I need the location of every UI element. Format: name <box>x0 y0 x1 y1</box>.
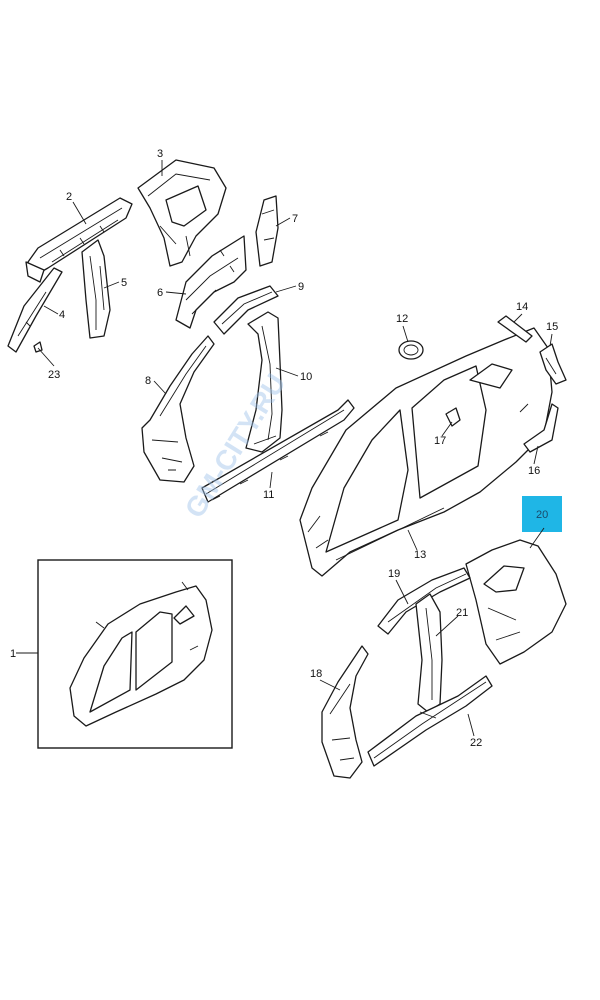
part-20-quarter-outer <box>465 539 567 665</box>
part-11-rocker <box>201 399 355 503</box>
callout-10: 10 <box>300 371 312 383</box>
part-8-hinge-pillar <box>141 335 215 483</box>
inset-box-part-1 <box>37 559 233 749</box>
callout-3: 3 <box>157 148 163 160</box>
callout-4: 4 <box>59 309 65 321</box>
part-18-a-pillar-lower <box>321 645 369 779</box>
part-13-body-side-outer <box>299 327 553 577</box>
callout-5: 5 <box>121 277 127 289</box>
callout-19: 19 <box>388 568 400 580</box>
callout-6: 6 <box>157 287 163 299</box>
part-4-pillar-inner <box>7 267 63 353</box>
callout-16: 16 <box>528 465 540 477</box>
callout-2: 2 <box>66 191 72 203</box>
callout-14: 14 <box>516 301 528 313</box>
highlight-part-20 <box>522 496 562 532</box>
callout-9: 9 <box>298 281 304 293</box>
callout-17: 17 <box>434 435 446 447</box>
callout-7: 7 <box>292 213 298 225</box>
part-10-b-pillar <box>245 311 283 453</box>
part-22-rocker-outer <box>367 675 493 767</box>
callout-12: 12 <box>396 313 408 325</box>
callout-15: 15 <box>546 321 558 333</box>
part-7-bracket <box>255 195 279 267</box>
callout-11: 11 <box>263 489 274 501</box>
callout-21: 21 <box>456 607 468 619</box>
part-9-roof-rail-outer <box>213 285 279 335</box>
part-6-wheelhouse <box>175 235 247 329</box>
callout-18: 18 <box>310 668 322 680</box>
part-3-quarter-inner <box>137 159 227 267</box>
part-14-bracket <box>497 315 533 343</box>
leader-lines <box>16 160 553 737</box>
callout-20: 20 <box>536 509 548 521</box>
part-5-b-pillar-reinforcement <box>81 239 111 339</box>
part-23-clip <box>33 341 43 353</box>
part-17-bracket <box>445 407 461 427</box>
callout-13: 13 <box>414 549 426 561</box>
part-2-roof-rail <box>25 197 133 283</box>
callout-23: 23 <box>48 369 60 381</box>
callout-1: 1 <box>10 648 16 660</box>
callout-22: 22 <box>470 737 482 749</box>
part-16-bracket <box>523 403 559 453</box>
callout-labels: 1 2 3 4 5 6 7 8 9 10 11 12 13 14 15 16 1… <box>10 148 558 749</box>
part-21-b-pillar-lower <box>415 593 443 713</box>
part-15-bracket <box>539 343 567 385</box>
callout-8: 8 <box>145 375 151 387</box>
part-12-fuel-door <box>398 340 424 360</box>
